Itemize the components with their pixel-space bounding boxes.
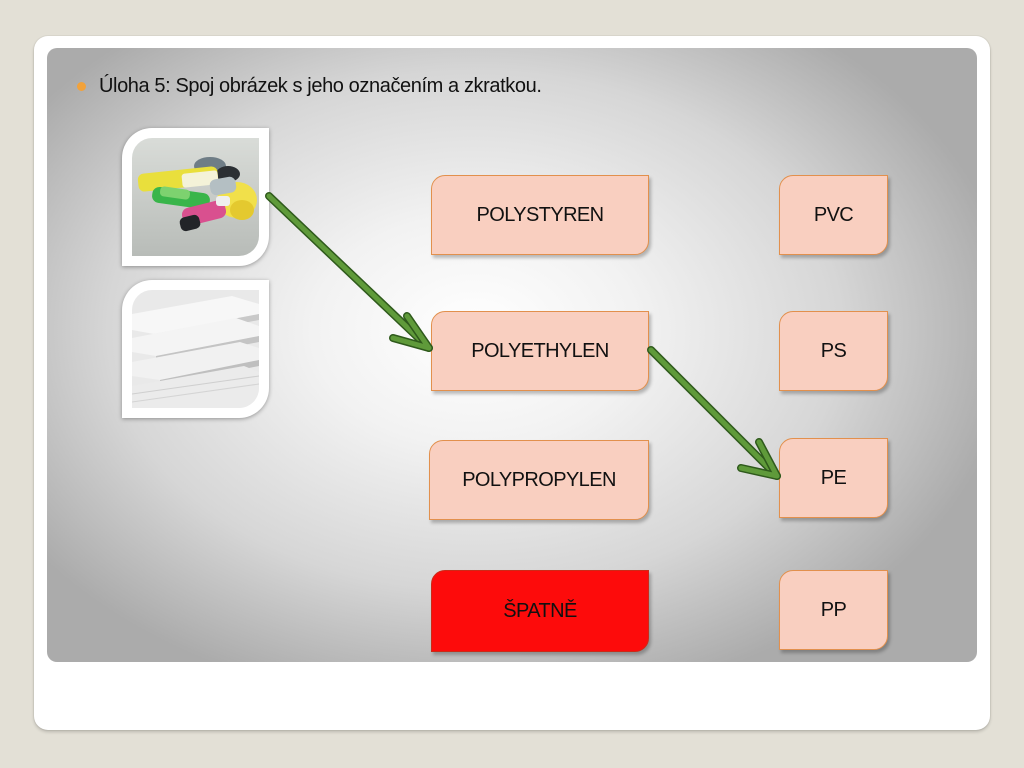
photo-polystyrene-sheets[interactable] [122, 280, 269, 418]
task-heading: Úloha 5: Spoj obrázek s jeho označením a… [77, 72, 542, 100]
card-polypropylen[interactable]: POLYPROPYLEN [429, 440, 649, 520]
wrong-feedback-box: ŠPATNĚ [431, 570, 649, 652]
arrow-bags-to-polyethylen-icon [265, 192, 433, 352]
task-text: Úloha 5: Spoj obrázek s jeho označením a… [99, 74, 542, 97]
card-pp[interactable]: PP [779, 570, 888, 650]
polystyrene-sheets-photo-icon [132, 290, 259, 408]
plastic-bags-photo-icon [132, 138, 259, 256]
card-pe[interactable]: PE [779, 438, 888, 518]
card-polystyren[interactable]: POLYSTYREN [431, 175, 649, 255]
arrow-polyethylen-to-pe-icon [647, 346, 781, 480]
card-ps[interactable]: PS [779, 311, 888, 391]
card-pvc[interactable]: PVC [779, 175, 888, 255]
slide-canvas: Úloha 5: Spoj obrázek s jeho označením a… [47, 48, 977, 662]
card-polyethylen[interactable]: POLYETHYLEN [431, 311, 649, 391]
bullet-icon [77, 81, 86, 91]
photo-plastic-bags[interactable] [122, 128, 269, 266]
